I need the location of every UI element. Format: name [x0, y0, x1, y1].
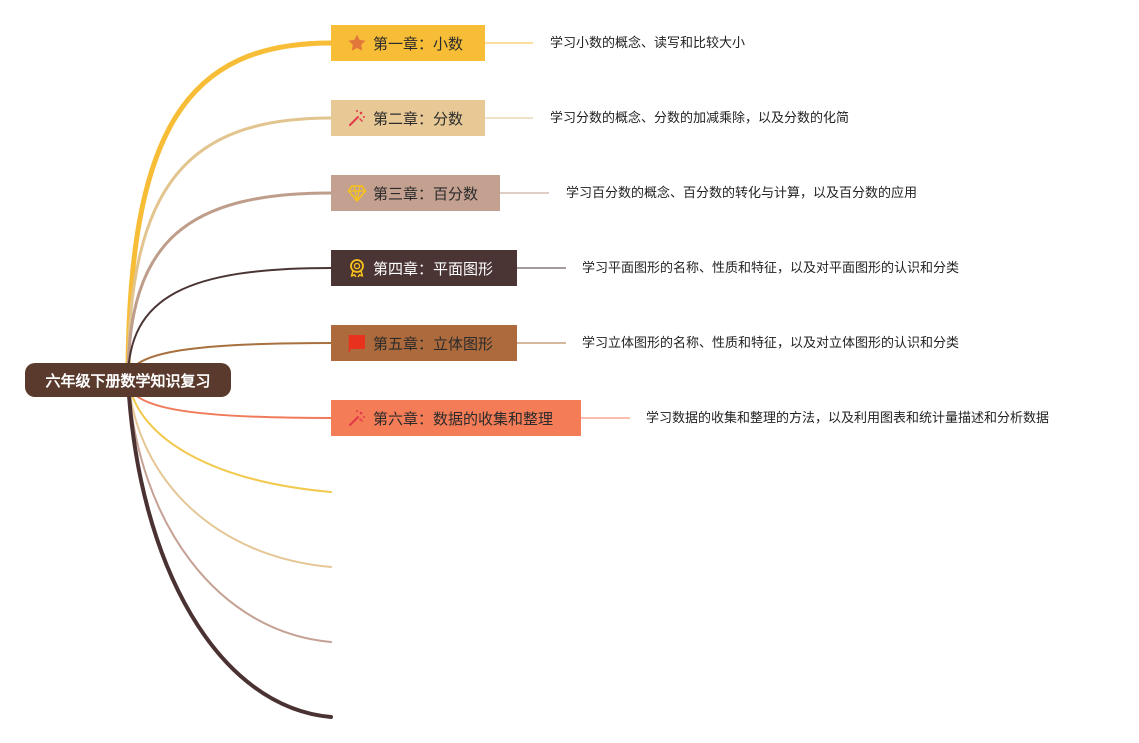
chapter-description[interactable]: 学习小数的概念、读写和比较大小	[550, 36, 746, 51]
branch-line	[125, 40, 334, 383]
empty-branch-line	[127, 379, 332, 643]
chapter-topic[interactable]: 第六章：数据的收集和整理	[331, 400, 581, 436]
flag-icon	[347, 333, 367, 353]
chapter-topic[interactable]: 第二章：分数	[331, 100, 485, 136]
chapter-topic-label: 第一章：小数	[373, 34, 464, 53]
star-icon	[347, 33, 367, 53]
diamond-icon	[347, 183, 367, 203]
branch-line	[127, 267, 332, 381]
chapter-topic[interactable]: 第四章：平面图形	[331, 250, 517, 286]
chapter-topic-label: 第二章：分数	[373, 109, 464, 128]
chapter-description[interactable]: 学习数据的收集和整理的方法，以及利用图表和统计量描述和分析数据	[646, 411, 1050, 426]
magic-wand-icon	[347, 408, 367, 428]
chapter-topic[interactable]: 第五章：立体图形	[331, 325, 517, 361]
chapter-description[interactable]: 学习平面图形的名称、性质和特征，以及对平面图形的认识和分类	[582, 261, 960, 276]
medal-icon	[347, 258, 367, 278]
chapter-topic[interactable]: 第三章：百分数	[331, 175, 500, 211]
root-topic-label: 六年级下册数学知识复习	[45, 371, 211, 390]
chapter-topic-label: 第六章：数据的收集和整理	[373, 409, 554, 428]
empty-branch-line	[126, 378, 333, 719]
chapter-topic-label: 第四章：平面图形	[373, 259, 494, 278]
magic-wand-icon	[347, 108, 367, 128]
chapter-topic[interactable]: 第一章：小数	[331, 25, 485, 61]
branch-line	[126, 191, 333, 382]
chapter-topic-label: 第三章：百分数	[373, 184, 479, 203]
chapter-description[interactable]: 学习立体图形的名称、性质和特征，以及对立体图形的认识和分类	[582, 336, 960, 351]
empty-branch-line	[127, 379, 332, 493]
chapter-description[interactable]: 学习百分数的概念、百分数的转化与计算，以及百分数的应用	[566, 186, 918, 201]
root-topic[interactable]: 六年级下册数学知识复习	[25, 363, 231, 397]
branch-line	[126, 116, 333, 382]
chapter-description[interactable]: 学习分数的概念、分数的加减乘除，以及分数的化简	[550, 111, 850, 126]
chapter-topic-label: 第五章：立体图形	[373, 334, 494, 353]
empty-branch-line	[127, 379, 332, 568]
